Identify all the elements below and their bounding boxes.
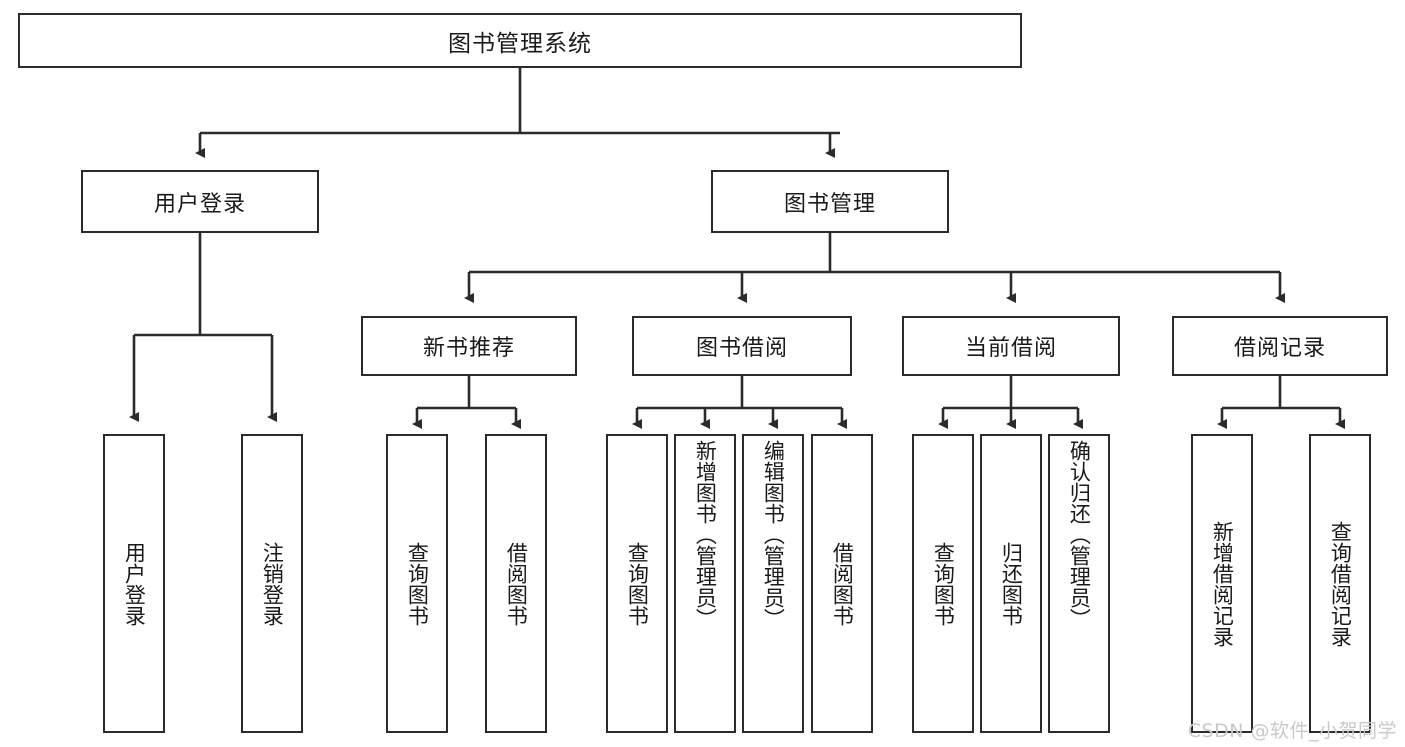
- node-label: 图书借阅: [695, 336, 788, 361]
- node-label: 编辑图书（管理员）: [761, 440, 786, 629]
- leaf-book-borrow-query[interactable]: 查询图书: [606, 434, 668, 733]
- node-label: 查询借阅记录: [1328, 520, 1353, 647]
- leaf-user-login-logout[interactable]: 注销登录: [241, 434, 303, 733]
- node-label: 查询图书: [931, 541, 956, 626]
- leaf-book-borrow-borrow[interactable]: 借阅图书: [811, 434, 873, 733]
- csdn-watermark: CSDN @软件_小贺同学: [1187, 720, 1397, 742]
- node-book-borrow[interactable]: 图书借阅: [632, 316, 852, 376]
- node-label: 用户登录: [153, 191, 246, 217]
- node-user-login[interactable]: 用户登录: [81, 170, 319, 233]
- node-label: 图书管理: [783, 191, 876, 217]
- node-label: 图书管理系统: [448, 30, 592, 57]
- node-label: 查询图书: [625, 541, 650, 626]
- leaf-current-borrow-query[interactable]: 查询图书: [912, 434, 974, 733]
- node-label: 新增图书（管理员）: [693, 440, 718, 629]
- node-label: 注销登录: [260, 541, 285, 626]
- leaf-current-borrow-confirm-return[interactable]: 确认归还（管理员）: [1048, 434, 1110, 733]
- leaf-borrow-record-add[interactable]: 新增借阅记录: [1191, 434, 1253, 733]
- node-label: 新增借阅记录: [1210, 520, 1235, 647]
- node-borrow-record[interactable]: 借阅记录: [1172, 316, 1388, 376]
- node-current-borrow[interactable]: 当前借阅: [902, 316, 1120, 376]
- leaf-new-book-query[interactable]: 查询图书: [386, 434, 448, 733]
- node-label: 借阅记录: [1233, 336, 1326, 361]
- leaf-current-borrow-return[interactable]: 归还图书: [980, 434, 1042, 733]
- node-label: 借阅图书: [830, 541, 855, 626]
- node-label: 新书推荐: [422, 336, 515, 361]
- node-label: 确认归还（管理员）: [1067, 440, 1092, 629]
- node-label: 用户登录: [122, 541, 147, 626]
- node-label: 查询图书: [405, 541, 430, 626]
- node-label: 借阅图书: [504, 541, 529, 626]
- node-label: 当前借阅: [964, 336, 1057, 361]
- leaf-book-borrow-add[interactable]: 新增图书（管理员）: [674, 434, 736, 733]
- leaf-book-borrow-edit[interactable]: 编辑图书（管理员）: [742, 434, 804, 733]
- leaf-user-login-login[interactable]: 用户登录: [103, 434, 165, 733]
- node-new-book-recommend[interactable]: 新书推荐: [361, 316, 577, 376]
- leaf-new-book-borrow[interactable]: 借阅图书: [485, 434, 547, 733]
- node-label: 归还图书: [999, 541, 1024, 626]
- leaf-borrow-record-query[interactable]: 查询借阅记录: [1309, 434, 1371, 733]
- node-book-management[interactable]: 图书管理: [711, 170, 949, 233]
- node-root-system[interactable]: 图书管理系统: [18, 13, 1022, 68]
